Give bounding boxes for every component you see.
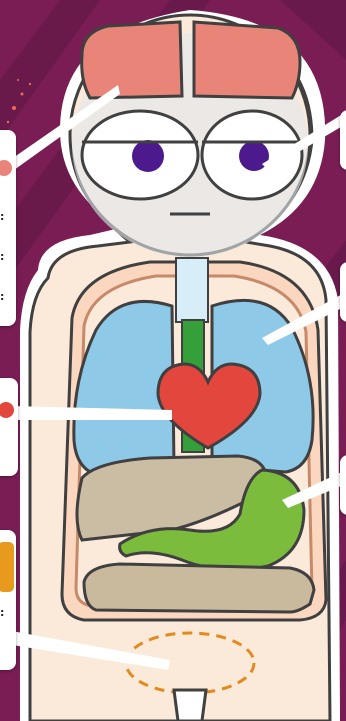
organ-card-left-2[interactable]	[0, 378, 18, 476]
pelvis-cutout	[174, 690, 206, 721]
red-dot-icon	[0, 160, 12, 176]
organ-card-right-1[interactable]	[340, 110, 346, 170]
red-dot-icon	[0, 402, 14, 418]
intestines[interactable]	[84, 564, 314, 612]
trachea	[176, 258, 208, 322]
organ-card-right-2[interactable]	[340, 262, 346, 322]
organ-card-left-3[interactable]: :	[0, 530, 16, 670]
organ-card-right-3[interactable]	[340, 455, 346, 515]
card-glyph: :	[0, 606, 4, 619]
card-glyph: :	[0, 210, 4, 223]
card-glyph: :	[0, 250, 4, 263]
card-glyph: :	[0, 290, 4, 303]
orange-tag-icon	[0, 542, 14, 592]
organ-card-left-1[interactable]: : : :	[0, 130, 16, 326]
